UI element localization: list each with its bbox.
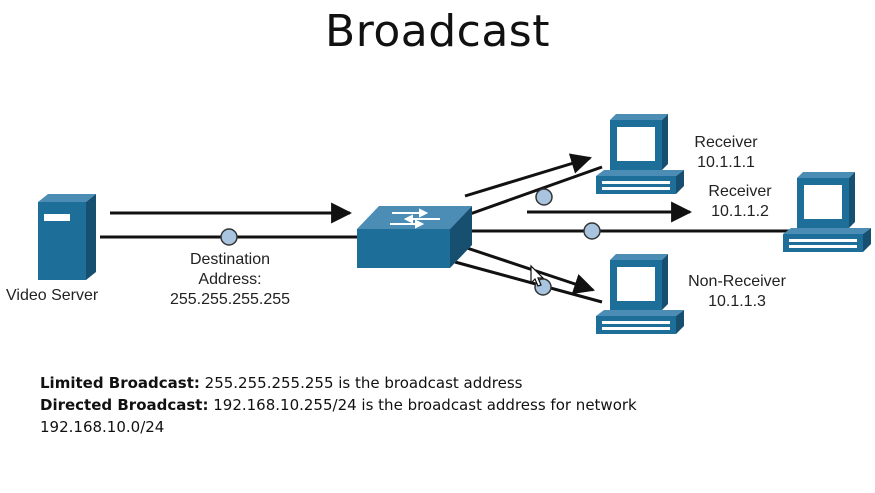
notes: Limited Broadcast: 255.255.255.255 is th… <box>40 372 840 438</box>
switch-icon <box>357 206 472 268</box>
destination-label: Destination Address: 255.255.255.255 <box>150 250 310 310</box>
server-icon <box>38 194 96 280</box>
host2-role: Receiver <box>708 183 772 200</box>
host2-ip: 10.1.1.2 <box>711 203 769 220</box>
destination-line2: Address: <box>198 271 262 288</box>
packets <box>220 188 601 296</box>
server-label: Video Server <box>6 287 99 304</box>
switch-to-host3-link <box>454 260 603 304</box>
switch-to-host1-link <box>469 165 603 216</box>
host3-ip: 10.1.1.3 <box>708 293 766 310</box>
slide-title: Broadcast <box>325 6 550 57</box>
computer-icon <box>783 172 871 252</box>
mouse-cursor-icon <box>530 264 545 287</box>
host1-ip: 10.1.1.1 <box>697 154 755 171</box>
destination-line1: Destination <box>189 251 271 268</box>
directed-broadcast-line: Directed Broadcast: 192.168.10.255/24 is… <box>40 394 840 416</box>
limited-broadcast-label: Limited Broadcast: <box>40 374 200 392</box>
computer-icon <box>596 114 684 194</box>
destination-address: 255.255.255.255 <box>169 291 291 308</box>
traffic-arrow-to-host3 <box>454 242 595 294</box>
broadcast-diagram <box>38 114 871 334</box>
packet-dot <box>220 228 238 246</box>
limited-broadcast-text: 255.255.255.255 is the broadcast address <box>199 374 523 392</box>
host3-label: Non-Receiver 10.1.1.3 <box>672 272 802 312</box>
directed-broadcast-label: Directed Broadcast: <box>40 396 209 414</box>
limited-broadcast-line: Limited Broadcast: 255.255.255.255 is th… <box>40 372 840 394</box>
host2-label: Receiver 10.1.1.2 <box>690 182 790 222</box>
traffic-arrow-to-host1 <box>464 153 593 198</box>
directed-broadcast-network: 192.168.10.0/24 <box>40 418 165 436</box>
packet-dot <box>583 222 601 240</box>
packet-dot <box>535 188 553 206</box>
connections <box>100 153 790 304</box>
host1-role: Receiver <box>694 134 758 151</box>
computer-icon <box>596 254 684 334</box>
host3-role: Non-Receiver <box>688 273 786 290</box>
directed-broadcast-text: 192.168.10.255/24 is the broadcast addre… <box>208 396 637 414</box>
host1-label: Receiver 10.1.1.1 <box>676 133 776 173</box>
